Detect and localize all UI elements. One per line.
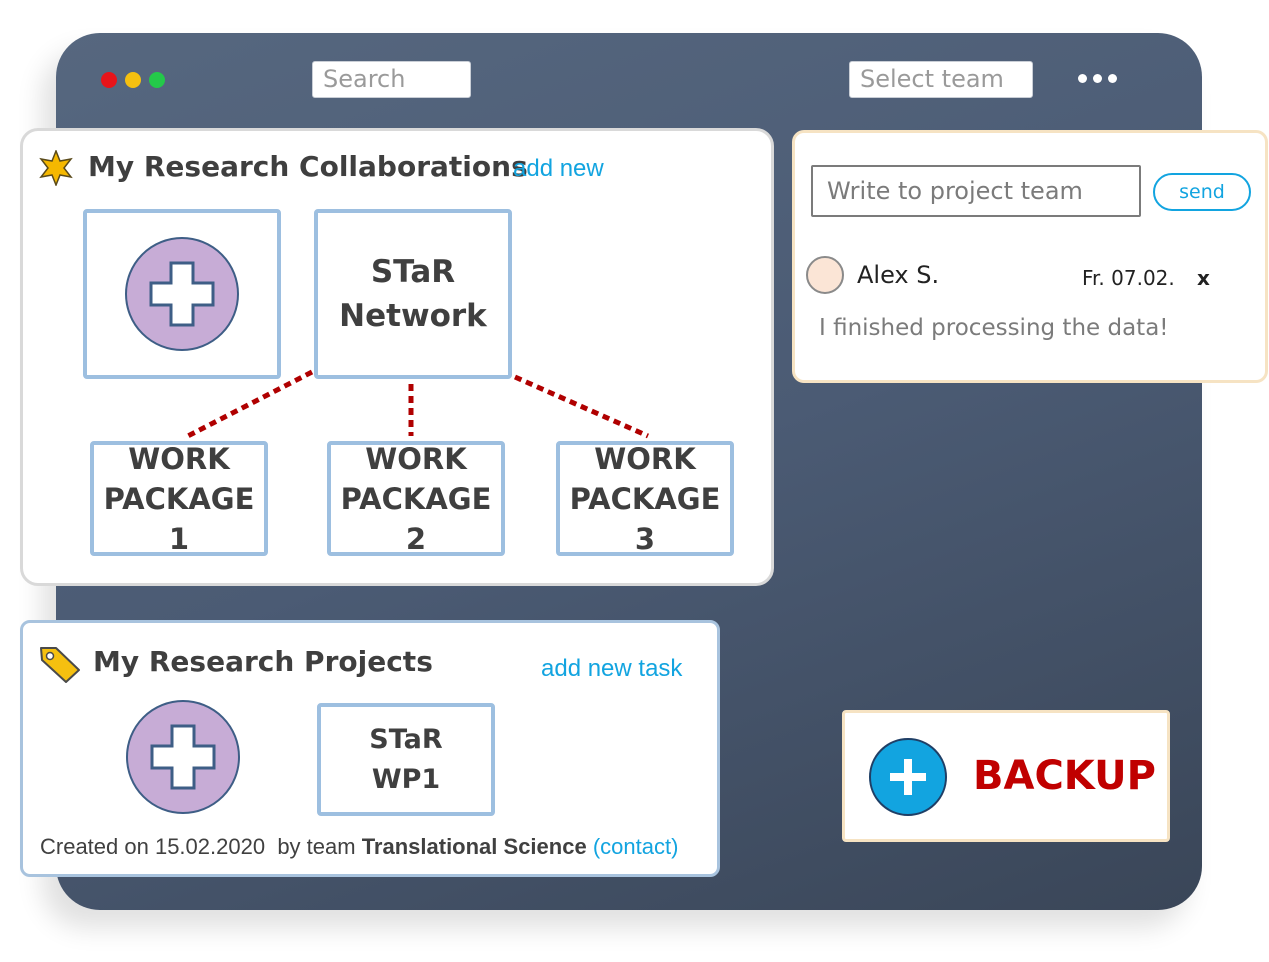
add-project-button[interactable]	[126, 700, 240, 814]
collaborations-title: My Research Collaborations	[88, 150, 528, 183]
network-name-line2: Network	[339, 298, 487, 334]
message-author: Alex S.	[857, 261, 940, 289]
team-select[interactable]: Select team	[849, 61, 1033, 98]
plus-circle	[125, 237, 239, 351]
tag-icon	[40, 647, 80, 683]
send-button[interactable]: send	[1153, 173, 1251, 211]
minimize-window-button[interactable]	[125, 72, 141, 88]
team-name: Translational Science	[361, 834, 587, 859]
work-package-line1: WORK	[365, 441, 467, 476]
add-collaboration-card[interactable]	[83, 209, 281, 379]
network-name-line1: STaR	[370, 254, 456, 290]
project-footer: Created on 15.02.2020 by team Translatio…	[40, 834, 678, 860]
plus-icon	[890, 759, 926, 795]
add-task-link[interactable]: add new task	[541, 655, 683, 682]
star-badge-icon	[39, 150, 73, 186]
work-package-line2: PACKAGE 3	[569, 481, 721, 556]
backup-plus-circle	[869, 738, 947, 816]
created-date: Created on 15.02.2020	[40, 834, 266, 859]
plus-icon	[149, 261, 215, 327]
work-package-line1: WORK	[128, 441, 230, 476]
plus-icon	[150, 724, 216, 790]
message-text: I finished processing the data!	[819, 315, 1169, 341]
maximize-window-button[interactable]	[149, 72, 165, 88]
project-name-line2: WP1	[371, 763, 441, 795]
backup-button[interactable]: BACKUP	[842, 710, 1170, 842]
work-package-card[interactable]: WORK PACKAGE 1	[90, 441, 268, 556]
work-package-line2: PACKAGE 2	[340, 481, 492, 556]
work-package-line2: PACKAGE 1	[103, 481, 255, 556]
project-name-line1: STaR	[369, 723, 443, 755]
project-card[interactable]: STaR WP1	[317, 703, 495, 816]
more-horizontal-icon[interactable]	[1076, 74, 1120, 86]
work-package-card[interactable]: WORK PACKAGE 3	[556, 441, 734, 556]
dismiss-message-button[interactable]: x	[1197, 266, 1210, 290]
work-package-line1: WORK	[594, 441, 696, 476]
message-date: Fr. 07.02.	[1082, 266, 1175, 290]
network-card[interactable]: STaR Network	[314, 209, 512, 379]
by-team-label: by team	[277, 834, 356, 859]
close-window-button[interactable]	[101, 72, 117, 88]
search-input[interactable]: Search	[312, 61, 471, 98]
projects-title: My Research Projects	[93, 645, 433, 678]
message-input[interactable]: Write to project team	[811, 165, 1141, 217]
contact-link[interactable]: (contact)	[592, 834, 679, 859]
work-package-card[interactable]: WORK PACKAGE 2	[327, 441, 505, 556]
avatar	[806, 256, 844, 294]
backup-label: BACKUP	[973, 753, 1156, 799]
add-collaboration-link[interactable]: add new	[513, 155, 604, 182]
